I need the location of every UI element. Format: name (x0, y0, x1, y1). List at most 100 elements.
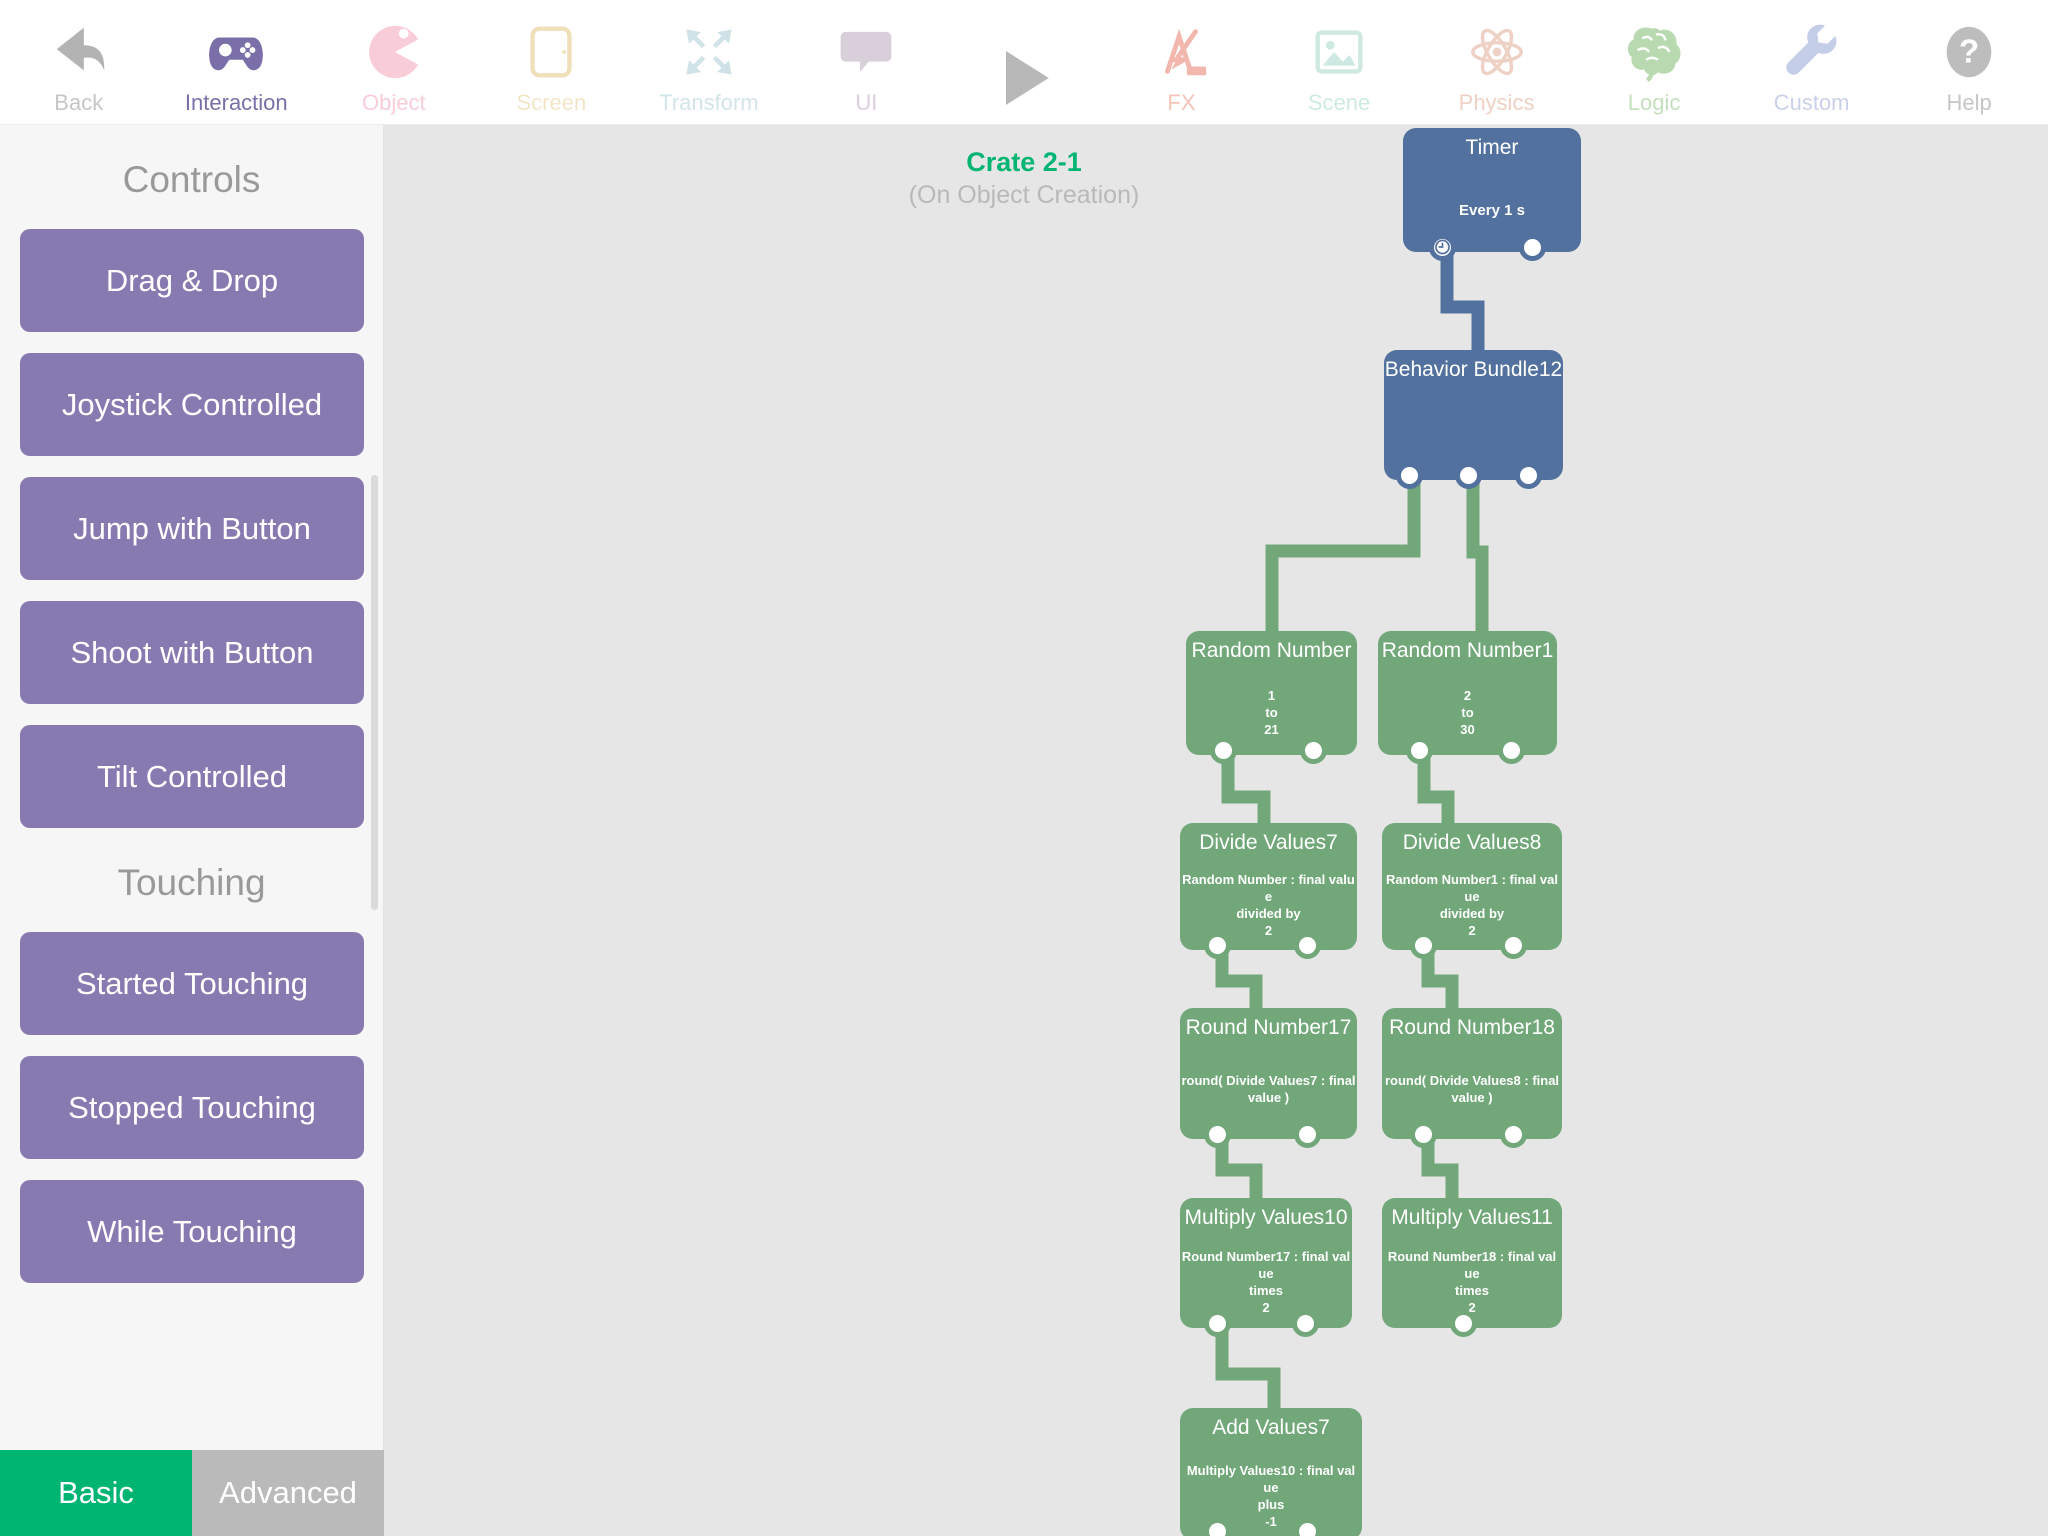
output-port[interactable] (1291, 1309, 1319, 1337)
node-parameter-line: Random Number1 : final val (1386, 872, 1558, 887)
node-parameter-line: Multiply Values10 : final val (1186, 1463, 1356, 1478)
output-port[interactable] (1405, 736, 1433, 764)
output-port[interactable] (1449, 1309, 1477, 1337)
tab-basic[interactable]: Basic (0, 1450, 192, 1536)
tab-advanced[interactable]: Advanced (192, 1450, 384, 1536)
output-port[interactable] (1293, 1517, 1321, 1536)
toolbar-item-object[interactable]: Object (315, 0, 473, 124)
toolbar-item-screen[interactable]: Screen (473, 0, 631, 124)
node-title: Multiply Values11 (1391, 1206, 1553, 1229)
node-parameter-line: 2 (1262, 1300, 1270, 1315)
toolbar-item-interaction[interactable]: Interaction (158, 0, 316, 124)
connection-wire (1215, 1328, 1281, 1418)
play-icon (988, 40, 1060, 116)
behavior-button-tilt-controlled[interactable]: Tilt Controlled (20, 725, 364, 828)
clock-icon[interactable] (1428, 233, 1456, 261)
output-port[interactable] (1203, 1309, 1231, 1337)
node-parameter-line: divided by (1439, 906, 1505, 921)
node-title: Add Values7 (1212, 1416, 1330, 1439)
behavior-button-started-touching[interactable]: Started Touching (20, 932, 364, 1035)
output-port[interactable] (1497, 736, 1525, 764)
output-port[interactable] (1293, 1120, 1321, 1148)
wrench-icon (1783, 14, 1841, 90)
toolbar-item-physics[interactable]: Physics (1418, 0, 1576, 124)
node-parameters: round( Divide Values8 : final value ) (1382, 1072, 1562, 1106)
output-port[interactable] (1514, 461, 1542, 489)
node-title: Timer (1465, 136, 1519, 159)
behavior-button-jump-with-button[interactable]: Jump with Button (20, 477, 364, 580)
output-port[interactable] (1299, 736, 1327, 764)
gamepad-icon (205, 14, 267, 90)
toolbar-item-label: Screen (516, 90, 587, 115)
behavior-button-stopped-touching[interactable]: Stopped Touching (20, 1056, 364, 1159)
connection-wire (1440, 252, 1485, 362)
node-parameter-line: 2 (1468, 923, 1476, 938)
output-port[interactable] (1409, 931, 1437, 959)
toolbar-item-label: Back (54, 90, 104, 115)
node-parameter-line: 21 (1264, 722, 1279, 737)
output-port[interactable] (1409, 1120, 1437, 1148)
node-parameter-line: round( Divide Values8 : final (1384, 1073, 1560, 1088)
behavior-button-while-touching[interactable]: While Touching (20, 1180, 364, 1283)
node-parameter-line: value ) (1451, 1090, 1493, 1105)
node-title: Round Number17 (1185, 1016, 1352, 1039)
toolbar-item-back[interactable]: Back (0, 0, 158, 124)
output-port[interactable] (1518, 233, 1546, 261)
toolbar-item-logic[interactable]: Logic (1575, 0, 1733, 124)
output-port[interactable] (1499, 1120, 1527, 1148)
toolbar-item-play[interactable] (945, 0, 1103, 124)
output-port[interactable] (1203, 1120, 1231, 1148)
toolbar-item-label: Help (1946, 90, 1992, 115)
connection-wire (1466, 480, 1489, 642)
output-port[interactable] (1203, 1517, 1231, 1536)
behavior-button-shoot-with-button[interactable]: Shoot with Button (20, 601, 364, 704)
node-title: Behavior Bundle12 (1384, 358, 1563, 381)
toolbar-item-ui[interactable]: UI (788, 0, 946, 124)
node-parameter-line: -1 (1265, 1514, 1277, 1529)
toolbar-item-scene[interactable]: Scene (1260, 0, 1418, 124)
behavior-button-drag-drop[interactable]: Drag & Drop (20, 229, 364, 332)
node-parameter-line: plus (1257, 1497, 1285, 1512)
node-parameter-line: 1 (1267, 688, 1276, 703)
node-parameter-line: e (1264, 889, 1273, 904)
output-port[interactable] (1395, 461, 1423, 489)
node-title: Divide Values8 (1402, 831, 1542, 854)
toolbar-item-transform[interactable]: Transform (630, 0, 788, 124)
output-port[interactable] (1293, 931, 1321, 959)
sidebar-tabs: Basic Advanced (0, 1450, 384, 1536)
toolbar-item-custom[interactable]: Custom (1733, 0, 1891, 124)
toolbar-item-fx[interactable]: FX (1103, 0, 1261, 124)
node-parameter-line: 2 (1468, 1300, 1476, 1315)
output-port[interactable] (1203, 931, 1231, 959)
toolbar-item-label: Physics (1458, 90, 1535, 115)
behavior-button-joystick-controlled[interactable]: Joystick Controlled (20, 353, 364, 456)
output-port[interactable] (1499, 931, 1527, 959)
fx-icon (1150, 14, 1212, 90)
output-port[interactable] (1454, 461, 1482, 489)
speech-bubble-icon (838, 14, 894, 90)
behavior-node-behavior-bundle-12[interactable]: Behavior Bundle12 (1384, 350, 1563, 480)
sidebar-heading-controls: Controls (122, 159, 261, 200)
node-parameter-line: to (1461, 705, 1474, 720)
toolbar-item-help[interactable]: ?Help (1890, 0, 2048, 124)
node-title: Random Number1 (1381, 639, 1554, 662)
output-port[interactable] (1209, 736, 1237, 764)
connection-wire (1215, 1139, 1263, 1208)
